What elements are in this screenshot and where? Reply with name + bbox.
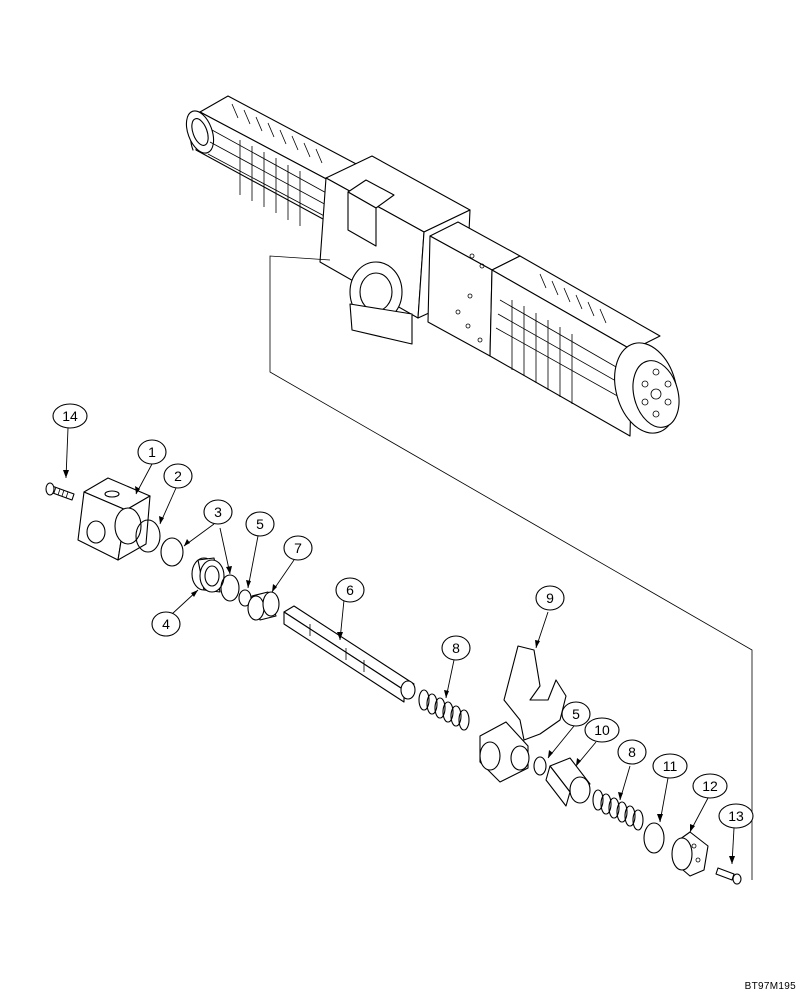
part-2-ring (135, 519, 161, 553)
part-12-plug (671, 831, 709, 877)
callout-14: 14 (52, 403, 88, 429)
callout-7-label: 7 (294, 540, 302, 556)
callout-12-label: 12 (702, 778, 718, 794)
part-3-ring-upper (160, 537, 184, 567)
part-11-o-ring (643, 822, 665, 854)
part-8-spring-upper (418, 689, 470, 731)
part-9-shift-fork (479, 645, 567, 783)
callout-6: 6 (335, 577, 365, 603)
callout-8-upper: 8 (441, 635, 471, 661)
callout-13-label: 13 (728, 808, 744, 824)
part-14-bolt (45, 482, 75, 501)
callout-10-label: 10 (594, 722, 610, 738)
callout-5-lower: 5 (561, 701, 591, 727)
part-3-ring-lower (220, 574, 240, 602)
callout-11-label: 11 (663, 758, 678, 774)
leader-arrowheads (63, 470, 735, 864)
callout-3: 3 (203, 499, 233, 525)
callout-1: 1 (137, 439, 167, 465)
callout-5-lower-label: 5 (572, 706, 580, 722)
part-6-shaft (283, 605, 416, 703)
callout-9-label: 9 (546, 590, 554, 606)
callout-2: 2 (163, 463, 193, 489)
callout-13: 13 (718, 803, 754, 829)
part-5-clip-lower (533, 756, 547, 776)
callout-11: 11 (652, 753, 688, 779)
part-13-bolt (715, 867, 742, 885)
callout-10: 10 (584, 717, 620, 743)
callout-6-label: 6 (346, 582, 354, 598)
callout-8-lower-label: 8 (628, 744, 636, 760)
callout-4: 4 (151, 611, 181, 637)
callout-2-label: 2 (174, 468, 182, 484)
callout-12: 12 (692, 773, 728, 799)
callout-14-label: 14 (62, 408, 78, 424)
callout-1-label: 1 (148, 444, 156, 460)
part-7-spacer (247, 591, 280, 621)
drawing-code: BT97M195 (744, 981, 796, 992)
part-1-housing (77, 477, 151, 561)
callout-8-upper-label: 8 (452, 640, 460, 656)
callout-4-label: 4 (162, 616, 170, 632)
shaft-assembly-illustration (185, 95, 680, 437)
callout-3-label: 3 (214, 504, 222, 520)
part-8-spring-lower (592, 789, 644, 831)
callout-5-label: 5 (256, 516, 264, 532)
part-10-sleeve (545, 757, 591, 807)
callout-9: 9 (535, 585, 565, 611)
part-4-bushing (191, 557, 225, 593)
callout-7: 7 (283, 535, 313, 561)
callout-5: 5 (245, 511, 275, 537)
leader-lines (65, 427, 735, 865)
callout-8-lower: 8 (617, 739, 647, 765)
assembly-locator-line (269, 255, 753, 880)
